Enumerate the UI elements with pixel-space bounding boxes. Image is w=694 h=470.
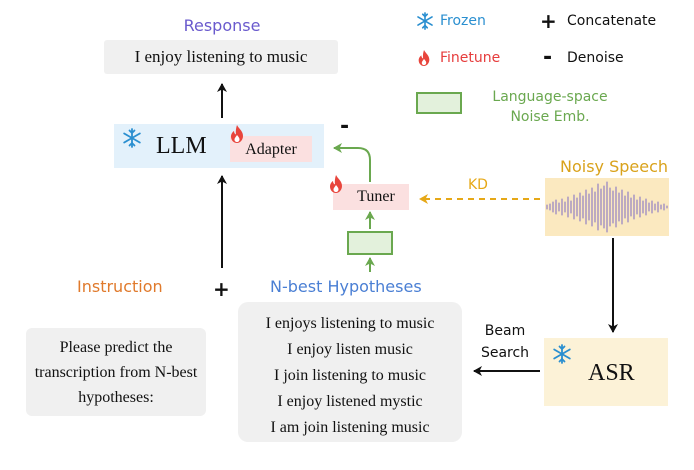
legend-finetune-label: Finetune xyxy=(440,50,501,66)
instruction-text: Please predict the transcription from N-… xyxy=(34,338,198,406)
fire-icon xyxy=(228,124,246,144)
fire-icon xyxy=(416,48,432,68)
legend-noise-emb-line2: Noise Emb. xyxy=(510,109,590,125)
asr-box xyxy=(544,338,668,406)
instruction-label: Instruction xyxy=(77,277,163,296)
instruction-box: Please predict the transcription from N-… xyxy=(26,328,206,416)
arrow-tuner-to-adapter xyxy=(333,143,371,182)
concatenate-plus: + xyxy=(213,277,230,301)
legend-denoise-label: Denoise xyxy=(567,50,624,66)
legend-denoise-symbol: - xyxy=(543,45,553,70)
adapter-label: Adapter xyxy=(245,141,297,158)
snowflake-icon xyxy=(416,12,434,30)
nbest-box: I enjoys listening to music I enjoy list… xyxy=(238,302,462,442)
denoise-minus: - xyxy=(340,114,350,139)
response-box: I enjoy listening to music xyxy=(104,40,338,74)
adapter-box: Adapter xyxy=(230,136,312,162)
beam-search-line2: Search xyxy=(480,345,530,361)
legend-noise-emb-label: Language-space Noise Emb. xyxy=(470,87,630,127)
snowflake-icon xyxy=(122,128,142,148)
list-item: I am join listening music xyxy=(270,419,430,436)
beam-search-label: Beam Search xyxy=(474,320,536,364)
response-text: I enjoy listening to music xyxy=(134,47,308,66)
legend-concatenate-symbol: + xyxy=(540,9,557,33)
response-label: Response xyxy=(183,16,261,35)
tuner-box: Tuner xyxy=(333,184,409,210)
noisy-speech-label: Noisy Speech xyxy=(560,157,669,176)
list-item: I enjoy listened mystic xyxy=(277,393,423,410)
list-item: I join listening to music xyxy=(274,367,426,384)
fire-icon xyxy=(327,174,345,194)
legend-noise-emb-box xyxy=(416,92,462,114)
legend-frozen-label: Frozen xyxy=(440,13,486,29)
kd-label: KD xyxy=(468,177,488,193)
legend-noise-emb-line1: Language-space xyxy=(492,89,608,105)
list-item: I enjoys listening to music xyxy=(265,315,435,332)
tuner-label: Tuner xyxy=(357,188,395,205)
nbest-label: N-best Hypotheses xyxy=(270,277,422,296)
beam-search-line1: Beam xyxy=(484,323,526,339)
asr-label: ASR xyxy=(588,360,635,386)
waveform-image xyxy=(545,178,669,236)
noise-emb-box xyxy=(347,231,393,255)
snowflake-icon xyxy=(552,344,572,364)
legend-concatenate-label: Concatenate xyxy=(567,13,657,29)
llm-label: LLM xyxy=(156,133,207,159)
list-item: I enjoy listen music xyxy=(287,341,413,358)
